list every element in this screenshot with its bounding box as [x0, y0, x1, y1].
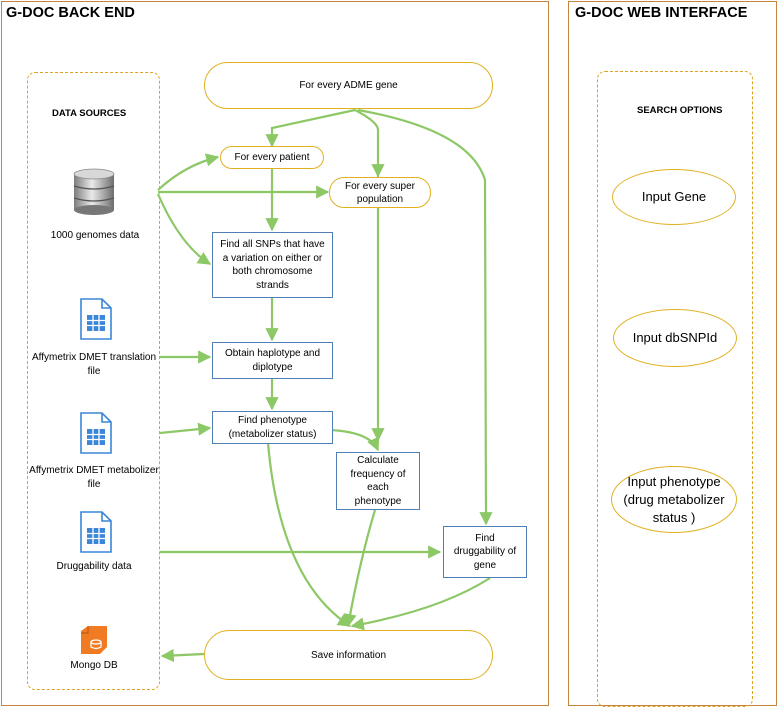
arrow-genomes-to-snps [156, 193, 212, 265]
arrow-phenotype-to-frequency [329, 428, 380, 452]
source-label-metabolizer-file: Affymetrix DMET metabolizer file [29, 465, 159, 490]
node-every-patient: For every patient [220, 146, 324, 169]
node-find-snps: Find all SNPs that have a variation on e… [212, 232, 333, 298]
arrow-save-to-mongo [160, 648, 205, 663]
spreadsheet-icon [80, 412, 112, 454]
mongodb-icon [81, 626, 107, 654]
node-obtain-haplotype: Obtain haplotype and diplotype [212, 342, 333, 379]
arrow-frequency-to-save [343, 509, 377, 628]
node-every-super-population: For every super population [329, 177, 431, 208]
source-label-druggability-data: Druggability data [56, 561, 132, 572]
arrow-gene-to-patient [265, 108, 356, 148]
node-every-adme-gene: For every ADME gene [204, 62, 493, 109]
node-find-phenotype: Find phenotype (metabolizer status) [212, 411, 333, 444]
node-calculate-frequency: Calculate frequency of each phenotype [336, 452, 420, 510]
arrow-metabolizer-to-phenotype [159, 422, 212, 436]
source-label-1000-genomes: 1000 genomes data [50, 230, 140, 241]
source-label-mongo-db: Mongo DB [70, 660, 118, 671]
source-label-translation-file: Affymetrix DMET translation file [31, 352, 157, 377]
data-sources-region [27, 72, 160, 690]
search-option-input-phenotype: Input phenotype (drug metabolizer status… [611, 466, 737, 533]
web-interface-title: G-DOC WEB INTERFACE [575, 5, 748, 21]
arrow-phenotype-to-save [266, 442, 352, 627]
spreadsheet-icon [80, 511, 112, 553]
node-save-information: Save information [204, 630, 493, 680]
node-find-druggability: Find druggability of gene [443, 526, 527, 578]
spreadsheet-icon [80, 298, 112, 340]
arrow-genomes-to-patient [157, 153, 220, 191]
data-sources-title: DATA SOURCES [52, 108, 127, 119]
search-option-input-gene: Input Gene [612, 169, 736, 225]
arrow-gene-to-superpop [354, 109, 385, 178]
database-icon [73, 168, 115, 215]
back-end-panel [1, 1, 549, 706]
arrow-druggability-to-save [350, 577, 491, 631]
search-options-title: SEARCH OPTIONS [637, 105, 723, 116]
web-interface-panel [568, 1, 777, 706]
arrow-gene-to-druggability [357, 108, 493, 526]
back-end-title: G-DOC BACK END [6, 5, 135, 21]
search-option-input-dbsnpid: Input dbSNPId [613, 309, 737, 367]
